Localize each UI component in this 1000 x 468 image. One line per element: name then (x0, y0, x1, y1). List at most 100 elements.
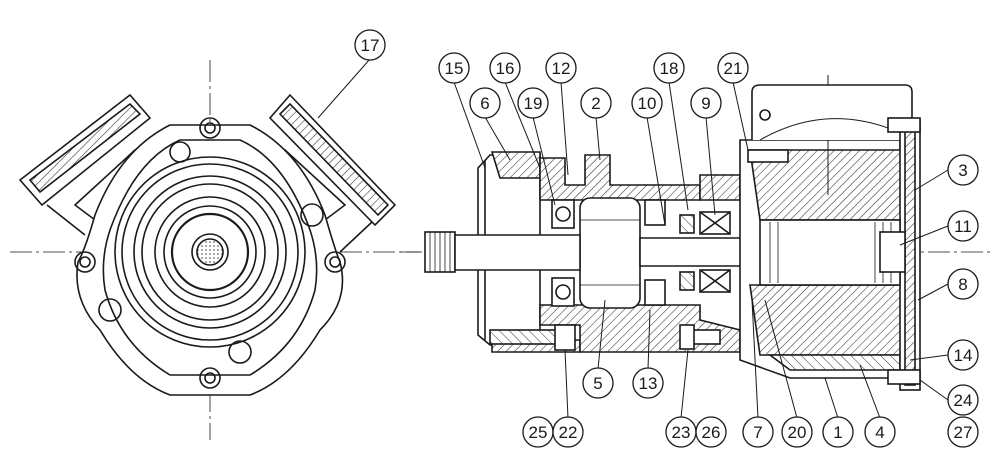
callout-label: 21 (724, 59, 743, 78)
callout-4: 4 (864, 416, 896, 448)
leader-line-9 (705, 116, 716, 216)
callout-16: 16 (489, 52, 521, 84)
callout-circle (947, 268, 979, 300)
leader-line-3 (914, 169, 949, 191)
callout-label: 20 (788, 423, 807, 442)
ball-bearings (551, 199, 666, 307)
leader-line-23 (680, 349, 689, 419)
callout-circle (690, 87, 722, 119)
housing-inner-outline (102, 139, 318, 376)
callout-label: 15 (445, 59, 464, 78)
leader-line-1 (824, 377, 839, 419)
callout-label: 22 (559, 423, 578, 442)
leader-line-16 (504, 81, 541, 169)
callout-21: 21 (717, 52, 749, 84)
callout-label: 13 (639, 374, 658, 393)
callout-circle (947, 339, 979, 371)
callout-label: 7 (753, 423, 762, 442)
callout-23: 23 (665, 416, 697, 448)
callout-label: 23 (672, 423, 691, 442)
leader-line-7 (751, 299, 759, 419)
callout-label: 1 (833, 423, 842, 442)
leader-line-20 (764, 299, 798, 419)
leader-line-18 (668, 81, 689, 211)
leader-line-15 (453, 81, 486, 169)
callout-label: 16 (496, 59, 515, 78)
pump-section-view (400, 75, 990, 391)
callout-19: 19 (517, 87, 549, 119)
callout-label: 2 (591, 94, 600, 113)
leader-line-21 (732, 81, 749, 151)
callout-label: 24 (954, 391, 973, 410)
callout-label: 11 (954, 217, 972, 236)
callout-label: 26 (702, 423, 721, 442)
callout-8: 8 (947, 268, 979, 300)
leader-line-14 (909, 354, 949, 361)
callout-label: 6 (480, 94, 489, 113)
leader-line-13 (647, 309, 651, 370)
callout-12: 12 (545, 52, 577, 84)
callout-5: 5 (582, 367, 614, 399)
callout-label: 10 (638, 94, 657, 113)
callout-25: 25 (522, 416, 554, 448)
callout-label: 8 (958, 275, 967, 294)
callout-label: 19 (524, 94, 543, 113)
callout-label: 3 (958, 161, 967, 180)
leader-line-5 (597, 299, 606, 370)
callout-7: 7 (742, 416, 774, 448)
callout-circle (354, 29, 386, 61)
callout-circle (438, 52, 470, 84)
impeller-hub (759, 219, 906, 286)
callout-9: 9 (690, 87, 722, 119)
callout-15: 15 (438, 52, 470, 84)
callout-label: 4 (875, 423, 884, 442)
callout-circle (632, 367, 664, 399)
callout-circle (517, 87, 549, 119)
shaft-seals (679, 211, 731, 293)
callout-label: 14 (954, 346, 973, 365)
impeller-housing-rings (114, 156, 306, 348)
callout-circle (580, 87, 612, 119)
callout-circle (552, 416, 584, 448)
leader-line-6 (484, 116, 511, 161)
leader-lines (317, 58, 949, 419)
pump-end-view (10, 60, 420, 440)
callout-label: 5 (593, 374, 602, 393)
leader-line-22 (564, 349, 569, 419)
leader-line-10 (646, 116, 666, 226)
callout-11: 11 (947, 210, 979, 242)
callout-circle (947, 154, 979, 186)
callout-circle (653, 52, 685, 84)
callout-circle (631, 87, 663, 119)
callout-circle (469, 87, 501, 119)
callout-24: 24 (947, 384, 979, 416)
callout-3: 3 (947, 154, 979, 186)
vent-hole (759, 109, 771, 121)
callout-circle (781, 416, 813, 448)
callout-circle (947, 416, 979, 448)
callout-14: 14 (947, 339, 979, 371)
leader-line-24 (919, 379, 949, 401)
callout-circle (864, 416, 896, 448)
callout-2: 2 (580, 87, 612, 119)
callout-label: 25 (529, 423, 548, 442)
leader-line-2 (595, 116, 601, 161)
drive-shaft (424, 231, 761, 273)
callout-27: 27 (947, 416, 979, 448)
callout-circle (545, 52, 577, 84)
callout-22: 22 (552, 416, 584, 448)
callout-circle (947, 210, 979, 242)
leader-line-4 (859, 364, 881, 419)
callout-10: 10 (631, 87, 663, 119)
callout-1: 1 (822, 416, 854, 448)
callout-circle (489, 52, 521, 84)
leader-line-8 (917, 283, 949, 301)
leader-line-11 (899, 225, 949, 246)
leader-line-12 (560, 81, 569, 176)
callout-26: 26 (695, 416, 727, 448)
leader-line-17 (317, 58, 371, 119)
callout-17: 17 (354, 29, 386, 61)
callout-label: 17 (361, 36, 380, 55)
